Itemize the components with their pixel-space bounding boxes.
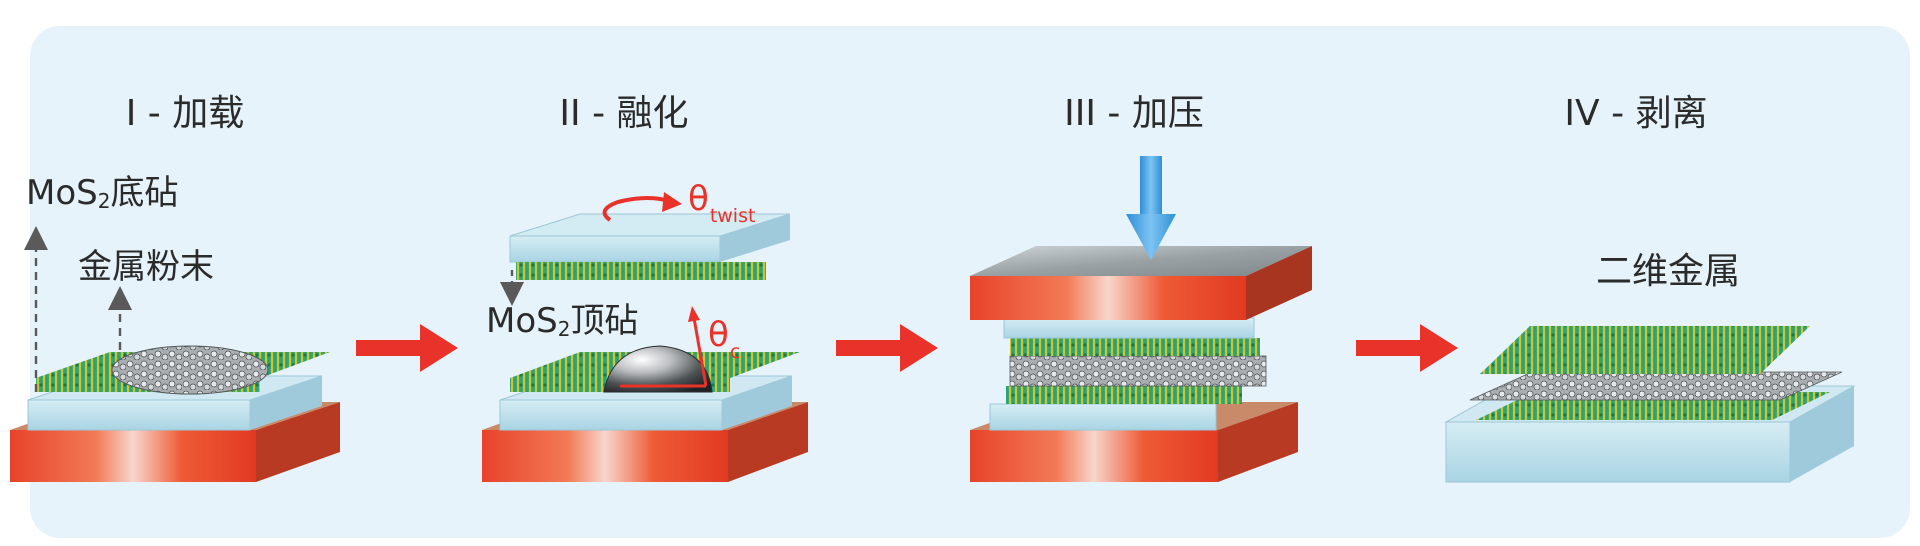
stage-3-bottom-mos2	[1006, 386, 1242, 404]
metal-powder-label: 金属粉末	[78, 247, 214, 287]
contact-angle-sub: c	[729, 341, 741, 363]
twist-arrow	[602, 196, 673, 222]
stage-3-metal-layer	[1009, 355, 1267, 387]
stage-4-glass	[1445, 421, 1791, 483]
stage-2-heater	[482, 430, 728, 482]
stage-1-graphic	[10, 226, 340, 482]
top-anvil	[509, 235, 721, 263]
stage-3-sep: -	[1095, 93, 1132, 134]
stage-2-label: 融化	[616, 93, 689, 134]
stage-4-top-mos2	[1480, 326, 1810, 374]
stage-1-glass-side	[250, 376, 322, 430]
stage-3-graphic	[970, 156, 1312, 482]
twist-arrowhead	[662, 192, 682, 212]
molten-metal-droplet	[603, 345, 713, 393]
process-arrow-1[interactable]	[356, 324, 458, 372]
stage-1-heater	[10, 430, 256, 482]
top-anvil-prefix: MoS	[486, 301, 558, 341]
contact-angle-arrowhead	[688, 306, 700, 322]
stage-2-glass-side	[722, 376, 792, 430]
stage-1-title: I - 加载	[126, 96, 245, 132]
metal-powder-pile	[111, 345, 269, 395]
top-anvil-sub: 2	[557, 317, 571, 341]
top-anvil-label: MoS2顶砧	[486, 301, 639, 341]
stage-4-title: IV - 剥离	[1564, 96, 1707, 132]
press-arrow-shaft[interactable]	[1140, 156, 1162, 216]
press-block-top	[970, 246, 1312, 276]
stage-3-title: III - 加压	[1064, 96, 1204, 132]
stage-4-label: 剥离	[1635, 93, 1708, 134]
bottom-anvil-sub: 2	[97, 189, 111, 213]
stage-3-label: 加压	[1131, 93, 1204, 134]
top-anvil-side	[720, 214, 790, 262]
stage-1-sep: -	[136, 93, 173, 134]
stage-3-heater	[970, 430, 1218, 482]
twist-angle-label: θtwist	[688, 179, 755, 226]
stage-3-numeral: III	[1064, 93, 1096, 134]
twist-angle-sub: twist	[709, 205, 756, 227]
stage-2-numeral: II	[559, 93, 581, 134]
press-block	[970, 276, 1246, 320]
two-d-metal-label: 二维金属	[1596, 251, 1741, 292]
process-arrow-2[interactable]	[836, 324, 938, 372]
stage-3-top-mos2	[1010, 338, 1260, 356]
stage-1-glass	[27, 399, 251, 431]
stage-4-sep: -	[1599, 93, 1636, 134]
stage-3-heater-side	[1218, 402, 1298, 482]
contact-angle-symbol: θ	[708, 315, 729, 355]
stage-4-glass-side	[1790, 386, 1854, 482]
twist-angle-symbol: θ	[688, 179, 709, 219]
bottom-anvil-label: MoS2底砧	[26, 173, 179, 213]
stage-2-sep: -	[580, 93, 617, 134]
stage-3-bottom-glass	[989, 403, 1217, 431]
stage-1-heater-side	[256, 402, 340, 482]
process-arrow-3[interactable]	[1356, 324, 1458, 372]
stage-2-graphic	[482, 192, 808, 482]
press-block-side	[1246, 246, 1312, 320]
stage-1-numeral: I	[125, 93, 137, 134]
top-anvil-mos2-layer	[516, 262, 766, 280]
top-anvil-suffix: 顶砧	[570, 301, 639, 341]
stage-2-title: II - 融化	[559, 96, 688, 132]
stage-4-metal-layer	[1469, 371, 1843, 401]
stage-1-label: 加载	[172, 93, 245, 134]
contact-angle-label: θc	[708, 315, 740, 362]
stage-4-numeral: IV	[1564, 93, 1600, 134]
contact-angle-tangent	[692, 317, 708, 387]
stage-3-top-glass	[1003, 317, 1255, 339]
bottom-anvil-suffix: 底砧	[110, 173, 179, 213]
press-arrow-head[interactable]	[1126, 214, 1176, 260]
bottom-anvil-prefix: MoS	[26, 173, 98, 213]
stage-4-graphic	[1444, 326, 1856, 483]
stage-2-heater-side	[728, 402, 808, 482]
stage-2-glass	[499, 399, 723, 431]
